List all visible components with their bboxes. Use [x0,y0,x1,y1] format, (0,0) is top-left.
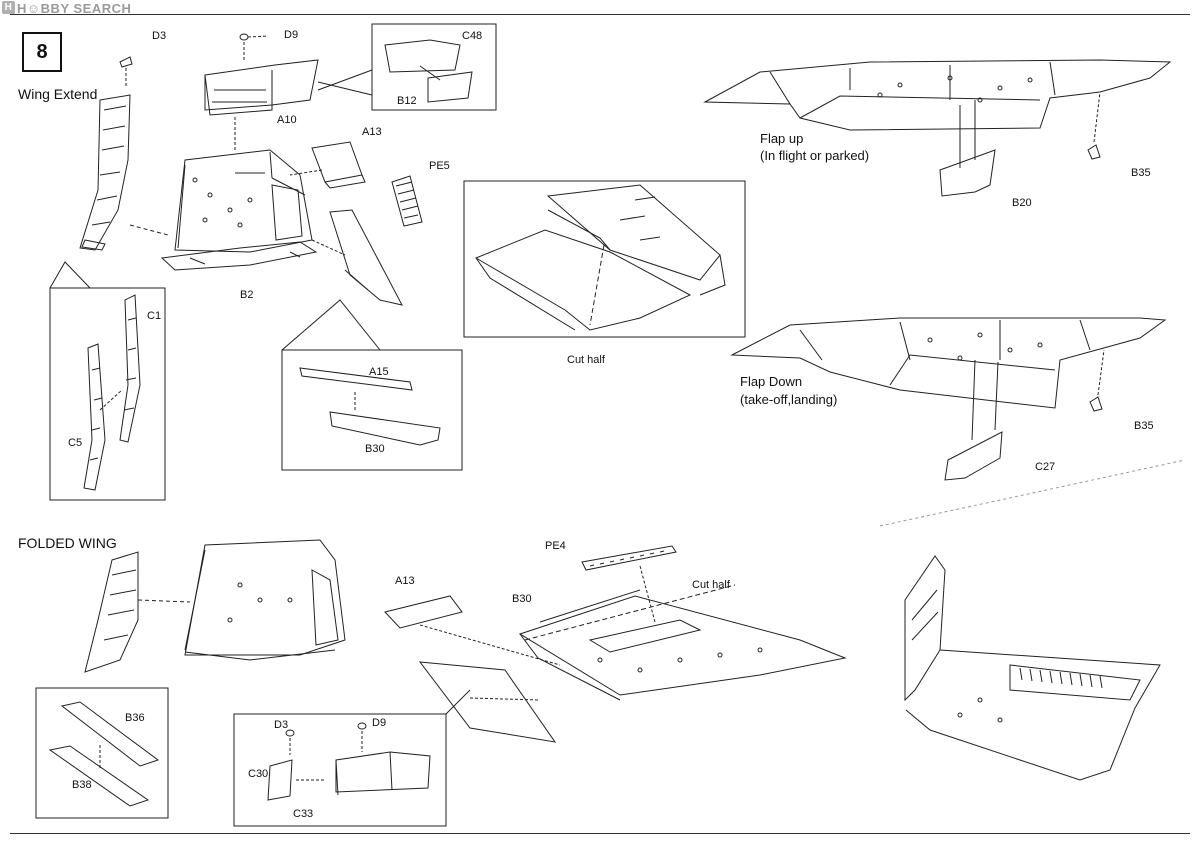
label-c30: C30 [248,768,269,780]
label-d9-bottom: D9 [372,717,387,729]
part-a10-wing [160,149,318,271]
label-d3-top: D3 [152,30,167,42]
folded-center-wing [518,584,847,701]
caption-flap-up: Flap up [760,131,804,146]
label-c48: C48 [462,30,483,42]
part-flap-top [311,209,403,306]
step-number-box: 8 [22,32,62,72]
label-c1: C1 [147,310,162,322]
label-b35-top: B35 [1131,167,1151,179]
detail-box-d3-d9 [233,689,471,827]
label-b20: B20 [1012,197,1032,209]
part-d9-top [239,33,269,62]
folded-final-assembly [904,555,1161,781]
part-d3-top [119,56,133,88]
watermark-logo: H [2,1,15,14]
label-a13-bottom: A13 [395,575,415,587]
label-pe5: PE5 [429,160,450,172]
label-d9-top: D9 [284,29,299,41]
caption-cut-half-top: Cut half [567,354,605,366]
label-b30-bottom: B30 [512,593,532,605]
label-b2: B2 [240,289,254,301]
caption-cut-half-bottom: Cut half [692,579,730,591]
part-pe5 [391,175,423,227]
detail-box-c1-c5 [49,261,166,501]
part-fairing-top [204,59,319,150]
heading-wing-extend: Wing Extend [18,86,98,102]
label-a13-top: A13 [362,126,382,138]
label-b12: B12 [397,95,417,107]
label-a15: A15 [369,366,389,378]
watermark-text: H☺BBY SEARCH [17,1,132,16]
label-b30-top: B30 [365,443,385,455]
detail-box-c48 [317,23,497,111]
label-b38: B38 [72,779,92,791]
label-b35-bottom: B35 [1134,420,1154,432]
outer-wing-panel [79,94,169,251]
detail-box-a15-b30 [281,299,463,471]
folded-outer-panel [84,551,191,673]
label-a10: A10 [277,114,297,126]
caption-flap-up-note: (In flight or parked) [760,148,870,163]
folded-inner-panel [184,539,346,661]
page-frame [10,14,1190,834]
detail-box-b36-b38 [35,687,169,819]
label-c5: C5 [68,437,83,449]
heading-folded-wing: FOLDED WING [18,535,117,551]
label-d3-bottom: D3 [274,719,289,731]
label-b36: B36 [125,712,145,724]
label-c33: C33 [293,808,314,820]
detail-box-cut-half [463,180,746,338]
label-c27: C27 [1035,461,1056,473]
caption-flap-down: Flap Down [740,374,803,389]
folded-flap [418,661,557,743]
folded-pe4 [581,545,677,623]
folded-a13 [384,595,561,666]
part-a13-top [289,141,366,189]
label-pe4: PE4 [545,540,566,552]
wing-flap-up [703,59,1172,197]
wing-flap-down [730,317,1167,481]
caption-flap-down-note: (take-off,landing) [740,392,838,407]
